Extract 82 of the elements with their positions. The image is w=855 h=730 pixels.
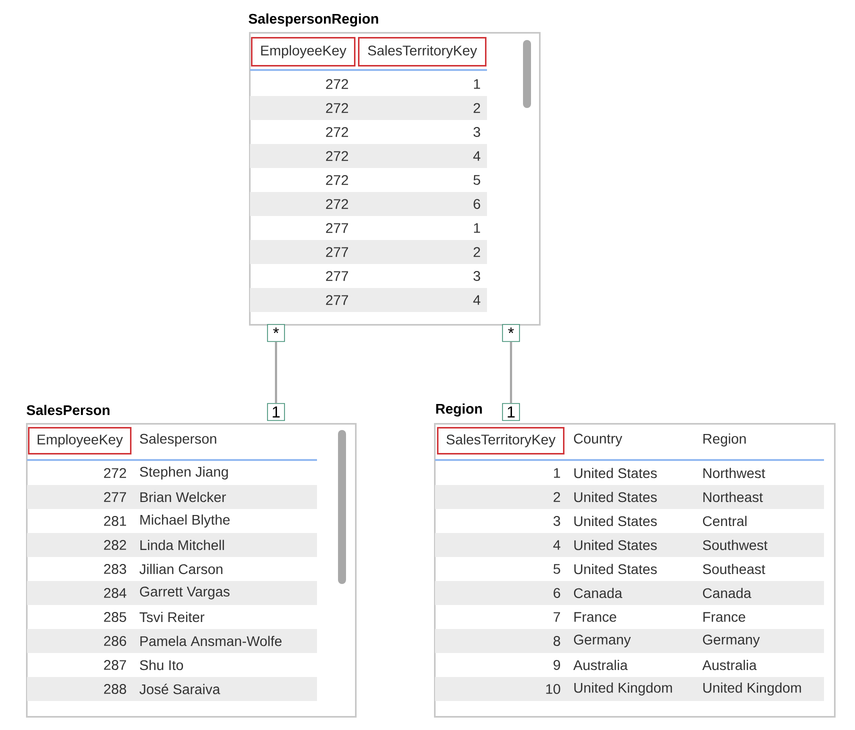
table-cell: 3: [473, 127, 480, 137]
table-cell: Australia: [573, 660, 628, 670]
column-header: EmployeeKey: [28, 427, 132, 454]
table-cell: 1: [474, 223, 480, 233]
column-header: Salesperson: [140, 433, 216, 447]
table-cell: 10: [546, 684, 560, 694]
table-cell: 3: [473, 271, 480, 281]
table-cell: 5: [554, 564, 560, 574]
table-cell: 4: [553, 540, 560, 550]
table-cell: 277: [326, 271, 348, 281]
table-cell: 4: [473, 151, 480, 161]
table-cell: 1: [474, 79, 480, 89]
table-cell: Michael Blythe: [140, 514, 230, 528]
table-cell: 4: [473, 295, 480, 305]
table-cell: 9: [554, 660, 560, 670]
table-cell: Pamela Ansman-Wolfe: [140, 636, 282, 646]
table-cell: 272: [326, 79, 348, 89]
table-cell: 282: [104, 540, 126, 550]
table-cell: United Kingdom: [574, 682, 672, 696]
table-cell: United States: [574, 468, 657, 478]
column-header: Region: [703, 433, 746, 447]
column-header: EmployeeKey: [251, 37, 356, 66]
table-cell: United Kingdom: [703, 682, 801, 696]
table-cell: Shu Ito: [140, 660, 184, 670]
table-cell: 272: [326, 151, 348, 161]
table-cell: Canada: [574, 588, 622, 598]
relationship-line: [274, 342, 278, 404]
table-cell: Southwest: [702, 540, 768, 550]
table-cell: France: [574, 612, 616, 622]
table-cell: 2: [474, 247, 480, 257]
table-cell: 5: [474, 175, 480, 185]
table-cell: Garrett Vargas: [140, 586, 230, 600]
table-cell: 6: [474, 199, 480, 209]
table-cell: 287: [104, 660, 126, 670]
table-cell: Canada: [702, 588, 752, 598]
table-title: Region: [436, 403, 482, 417]
table-cell: 272: [326, 175, 348, 185]
table-cell: Brian Welcker: [140, 492, 226, 502]
table-cell: Australia: [702, 660, 757, 670]
table-cell: 2: [554, 492, 560, 502]
column-header: SalesTerritoryKey: [358, 37, 486, 66]
table-cell: 285: [104, 612, 126, 622]
table-cell: Southeast: [702, 564, 766, 574]
table-cell: 2: [474, 103, 480, 113]
table-cell: United States: [574, 564, 657, 574]
table-cell: 277: [326, 223, 348, 233]
relationship-line: [510, 342, 512, 404]
table-cell: 1: [554, 468, 560, 478]
table-cell: 277: [326, 295, 348, 305]
table-cell: 272: [326, 199, 348, 209]
table-cell: Germany: [574, 634, 631, 648]
table-cell: 6: [554, 588, 560, 598]
table-cell: 7: [554, 612, 560, 622]
table-cell: 283: [104, 564, 126, 574]
table-cell: 272: [104, 468, 126, 478]
table-cell: United States: [574, 540, 657, 550]
table-cell: 284: [104, 588, 126, 598]
table-cell: Linda Mitchell: [140, 540, 224, 550]
table-cell: United States: [574, 516, 657, 526]
table-cell: 277: [326, 247, 348, 257]
table-cell: 272: [326, 103, 348, 113]
table-cell: Northeast: [703, 492, 763, 502]
table-cell: Northwest: [703, 468, 766, 478]
table-cell: Germany: [702, 634, 760, 648]
table-cell: José Saraiva: [139, 684, 220, 694]
table-cell: France: [703, 612, 746, 622]
table-cell: Stephen Jiang: [140, 466, 228, 480]
table-cell: 8: [554, 636, 560, 646]
table-cell: 272: [326, 127, 348, 137]
table-cell: Central: [702, 516, 746, 526]
column-header: Country: [574, 434, 622, 446]
table-cell: 286: [104, 636, 126, 646]
table-cell: Tsvi Reiter: [140, 612, 204, 622]
table-title: SalespersonRegion: [248, 13, 378, 27]
table-cell: 281: [104, 516, 126, 526]
table-cell: 288: [104, 684, 126, 694]
table-cell: Jillian Carson: [139, 564, 222, 574]
table-cell: United States: [574, 492, 657, 502]
table-cell: 3: [553, 516, 560, 526]
column-header: SalesTerritoryKey: [437, 427, 564, 454]
table-cell: 277: [104, 492, 126, 502]
table-title: SalesPerson: [26, 404, 110, 416]
